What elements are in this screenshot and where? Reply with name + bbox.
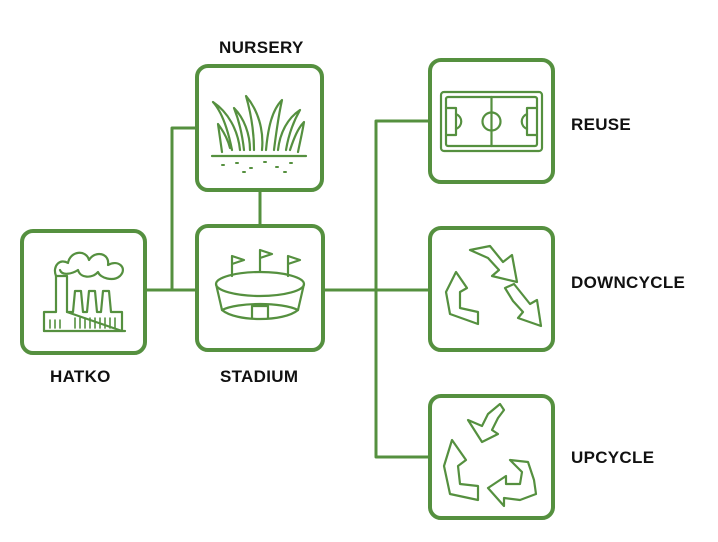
upcycle-node — [428, 394, 555, 520]
stadium-node — [195, 224, 325, 352]
connector-lines — [143, 119, 432, 459]
label-nursery: NURSERY — [219, 38, 304, 57]
downcycle-node — [428, 226, 555, 352]
factory-icon — [42, 251, 127, 333]
label-reuse: REUSE — [571, 115, 632, 134]
label-upcycle: UPCYCLE — [571, 448, 655, 467]
hatko-node — [20, 229, 147, 355]
label-downcycle: DOWNCYCLE — [571, 273, 686, 292]
label-stadium: STADIUM — [220, 367, 299, 386]
recycle-down-icon — [444, 244, 543, 328]
label-hatko: HATKO — [50, 367, 111, 386]
reuse-node — [428, 58, 555, 184]
stadium-icon — [214, 248, 306, 321]
football-pitch-icon — [439, 90, 544, 153]
nursery-node — [195, 64, 324, 192]
recycle-up-icon — [442, 402, 538, 508]
grass-icon — [210, 94, 308, 173]
